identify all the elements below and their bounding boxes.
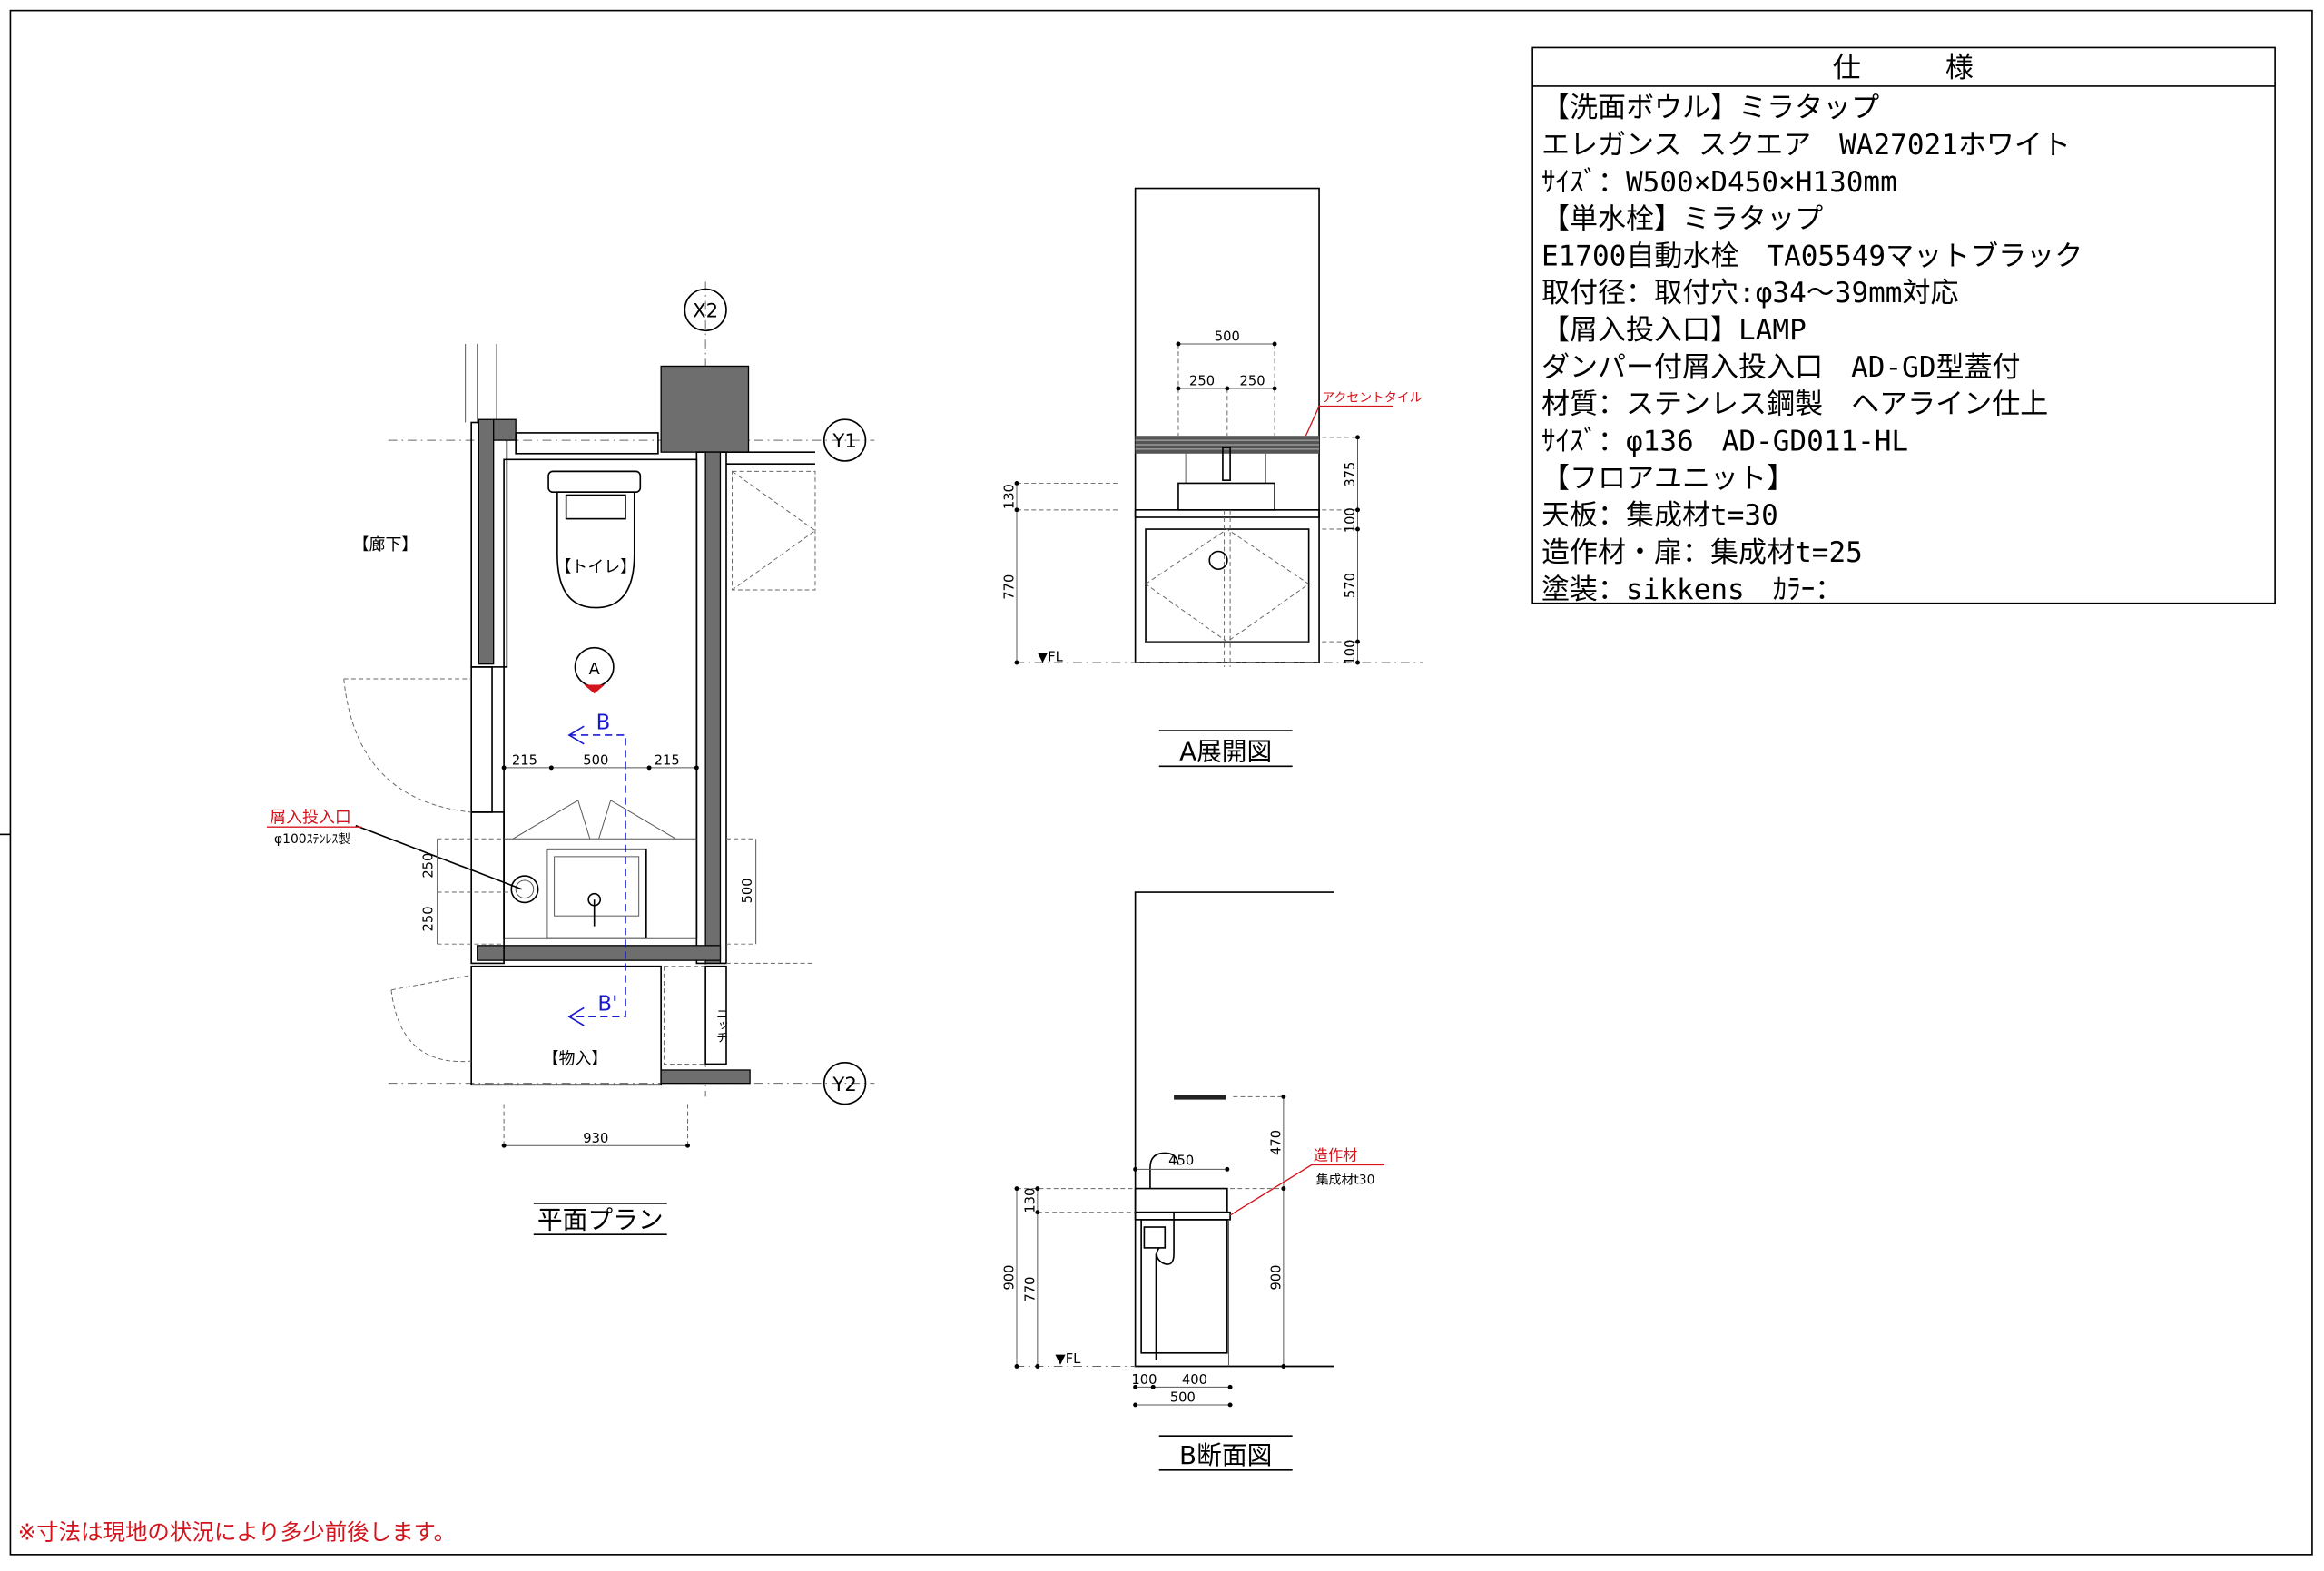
svg-text:570: 570 <box>1343 573 1358 598</box>
spec-line: 材質：ステンレス鋼製 ヘアライン仕上 <box>1541 388 2048 421</box>
svg-text:900: 900 <box>1269 1265 1285 1291</box>
niche-label: ニッチ <box>714 1007 727 1044</box>
accent-tile-label: アクセントタイル <box>1322 391 1422 406</box>
svg-text:500: 500 <box>1215 329 1240 345</box>
elevation-marker-a: A <box>574 646 615 694</box>
fl-label-a: ▼FL <box>1038 649 1064 664</box>
walls <box>465 343 816 1086</box>
spec-line: ｻｲｽﾞ：W500×D450×H130mm <box>1541 166 1897 199</box>
svg-text:500: 500 <box>1170 1390 1196 1406</box>
room-label-corridor: 【廊下】 <box>353 535 419 555</box>
vanity-plan <box>504 800 697 939</box>
spec-line: ダンパー付屑入投入口 AD-GD型蓋付 <box>1541 351 2021 384</box>
svg-text:215: 215 <box>655 753 680 769</box>
grid-marker-y1: Y1 <box>822 418 867 462</box>
svg-text:Y2: Y2 <box>832 1074 856 1096</box>
svg-text:X2: X2 <box>693 300 718 323</box>
spec-line: 塗装：sikkens ｶﾗｰ： <box>1541 574 1843 606</box>
svg-text:B: B <box>596 711 611 734</box>
spec-line: 【単水栓】ミラタップ <box>1541 203 1823 236</box>
toilet-fixture <box>547 470 642 609</box>
section-b: ▼FL 450 470 900 900 130 770 100 400 500 … <box>1002 891 1384 1471</box>
faucet <box>1222 447 1231 481</box>
spec-line: 【フロアユニット】 <box>1541 462 1795 495</box>
sheet-border <box>9 9 2313 1556</box>
plan-title: 平面プラン <box>537 1205 664 1235</box>
faucet-section <box>1149 1152 1179 1189</box>
svg-text:770: 770 <box>1002 574 1018 600</box>
spec-table: 仕 様 【洗面ボウル】ミラタップ エレガンス スクエア WA27021ホワイト … <box>1531 46 2276 606</box>
spec-line: 造作材・扉：集成材t=25 <box>1541 536 1863 569</box>
spec-line: 取付径：取付穴:φ34～39mm対応 <box>1541 277 1959 309</box>
wash-bowl <box>1177 482 1275 511</box>
accent-tile-band <box>1135 436 1320 454</box>
svg-text:250: 250 <box>421 853 437 879</box>
svg-text:900: 900 <box>1002 1265 1018 1291</box>
svg-text:250: 250 <box>1189 374 1215 389</box>
dimension-note: ※寸法は現地の状況により多少前後します。 <box>18 1519 456 1546</box>
svg-text:130: 130 <box>1002 484 1018 509</box>
svg-text:250: 250 <box>421 906 437 931</box>
spec-line: 【屑入投入口】LAMP <box>1541 314 1807 347</box>
floor-plan: X2 Y1 Y2 <box>266 281 875 1236</box>
trash-inlet <box>510 875 539 904</box>
svg-text:100: 100 <box>1343 640 1358 665</box>
svg-text:770: 770 <box>1023 1277 1039 1302</box>
spec-line: ｻｲｽﾞ：φ136 AD-GD011-HL <box>1541 426 1908 458</box>
spec-line: 【洗面ボウル】ミラタップ <box>1541 92 1879 124</box>
svg-text:130: 130 <box>1023 1188 1039 1213</box>
grid-marker-y2: Y2 <box>822 1061 867 1105</box>
elevation-a: ▼FL 500 250 250 130 770 375 100 570 100 … <box>1002 187 1423 768</box>
trash-inlet-label: 屑入投入口 <box>270 808 351 827</box>
trash-inlet-spec: φ100ｽﾃﾝﾚｽ製 <box>274 832 350 847</box>
svg-text:100: 100 <box>1343 507 1358 533</box>
section-b-title: B断面図 <box>1179 1440 1272 1470</box>
spec-line: E1700自動水栓 TA05549マットブラック <box>1541 240 2083 272</box>
svg-text:450: 450 <box>1168 1153 1194 1168</box>
door-swing-corridor <box>343 678 472 813</box>
svg-text:500: 500 <box>583 753 608 769</box>
room-label-toilet: 【トイレ】 <box>555 557 636 576</box>
spec-line: 天板：集成材t=30 <box>1541 499 1778 532</box>
spec-title: 仕 様 <box>1833 52 1974 84</box>
plan-dimensions: 215 500 215 250 250 500 930 <box>421 753 757 1148</box>
spec-line: エレガンス スクエア WA27021ホワイト <box>1541 129 2071 162</box>
svg-text:930: 930 <box>583 1131 608 1146</box>
section-line-b: B B' <box>567 711 626 1026</box>
svg-text:B': B' <box>597 993 617 1016</box>
drain-trap <box>1155 1212 1175 1360</box>
door-swing-storage <box>390 974 472 1063</box>
svg-text:A: A <box>589 660 601 679</box>
svg-text:100: 100 <box>1131 1372 1157 1388</box>
carpentry-spec: 集成材t30 <box>1316 1173 1375 1188</box>
svg-text:470: 470 <box>1269 1130 1285 1155</box>
carpentry-label: 造作材 <box>1314 1147 1358 1164</box>
svg-text:250: 250 <box>1240 374 1265 389</box>
accent-tile-section <box>1174 1095 1226 1100</box>
elevation-a-title: A展開図 <box>1179 737 1272 767</box>
svg-text:500: 500 <box>740 878 755 903</box>
svg-text:375: 375 <box>1343 462 1358 487</box>
wash-bowl-section <box>1134 1187 1228 1213</box>
fl-label-b: ▼FL <box>1055 1351 1081 1367</box>
svg-text:400: 400 <box>1182 1372 1207 1388</box>
grid-marker-x2: X2 <box>684 288 727 332</box>
room-label-storage: 【物入】 <box>543 1049 608 1068</box>
svg-text:Y1: Y1 <box>832 430 856 453</box>
svg-text:215: 215 <box>512 753 537 769</box>
